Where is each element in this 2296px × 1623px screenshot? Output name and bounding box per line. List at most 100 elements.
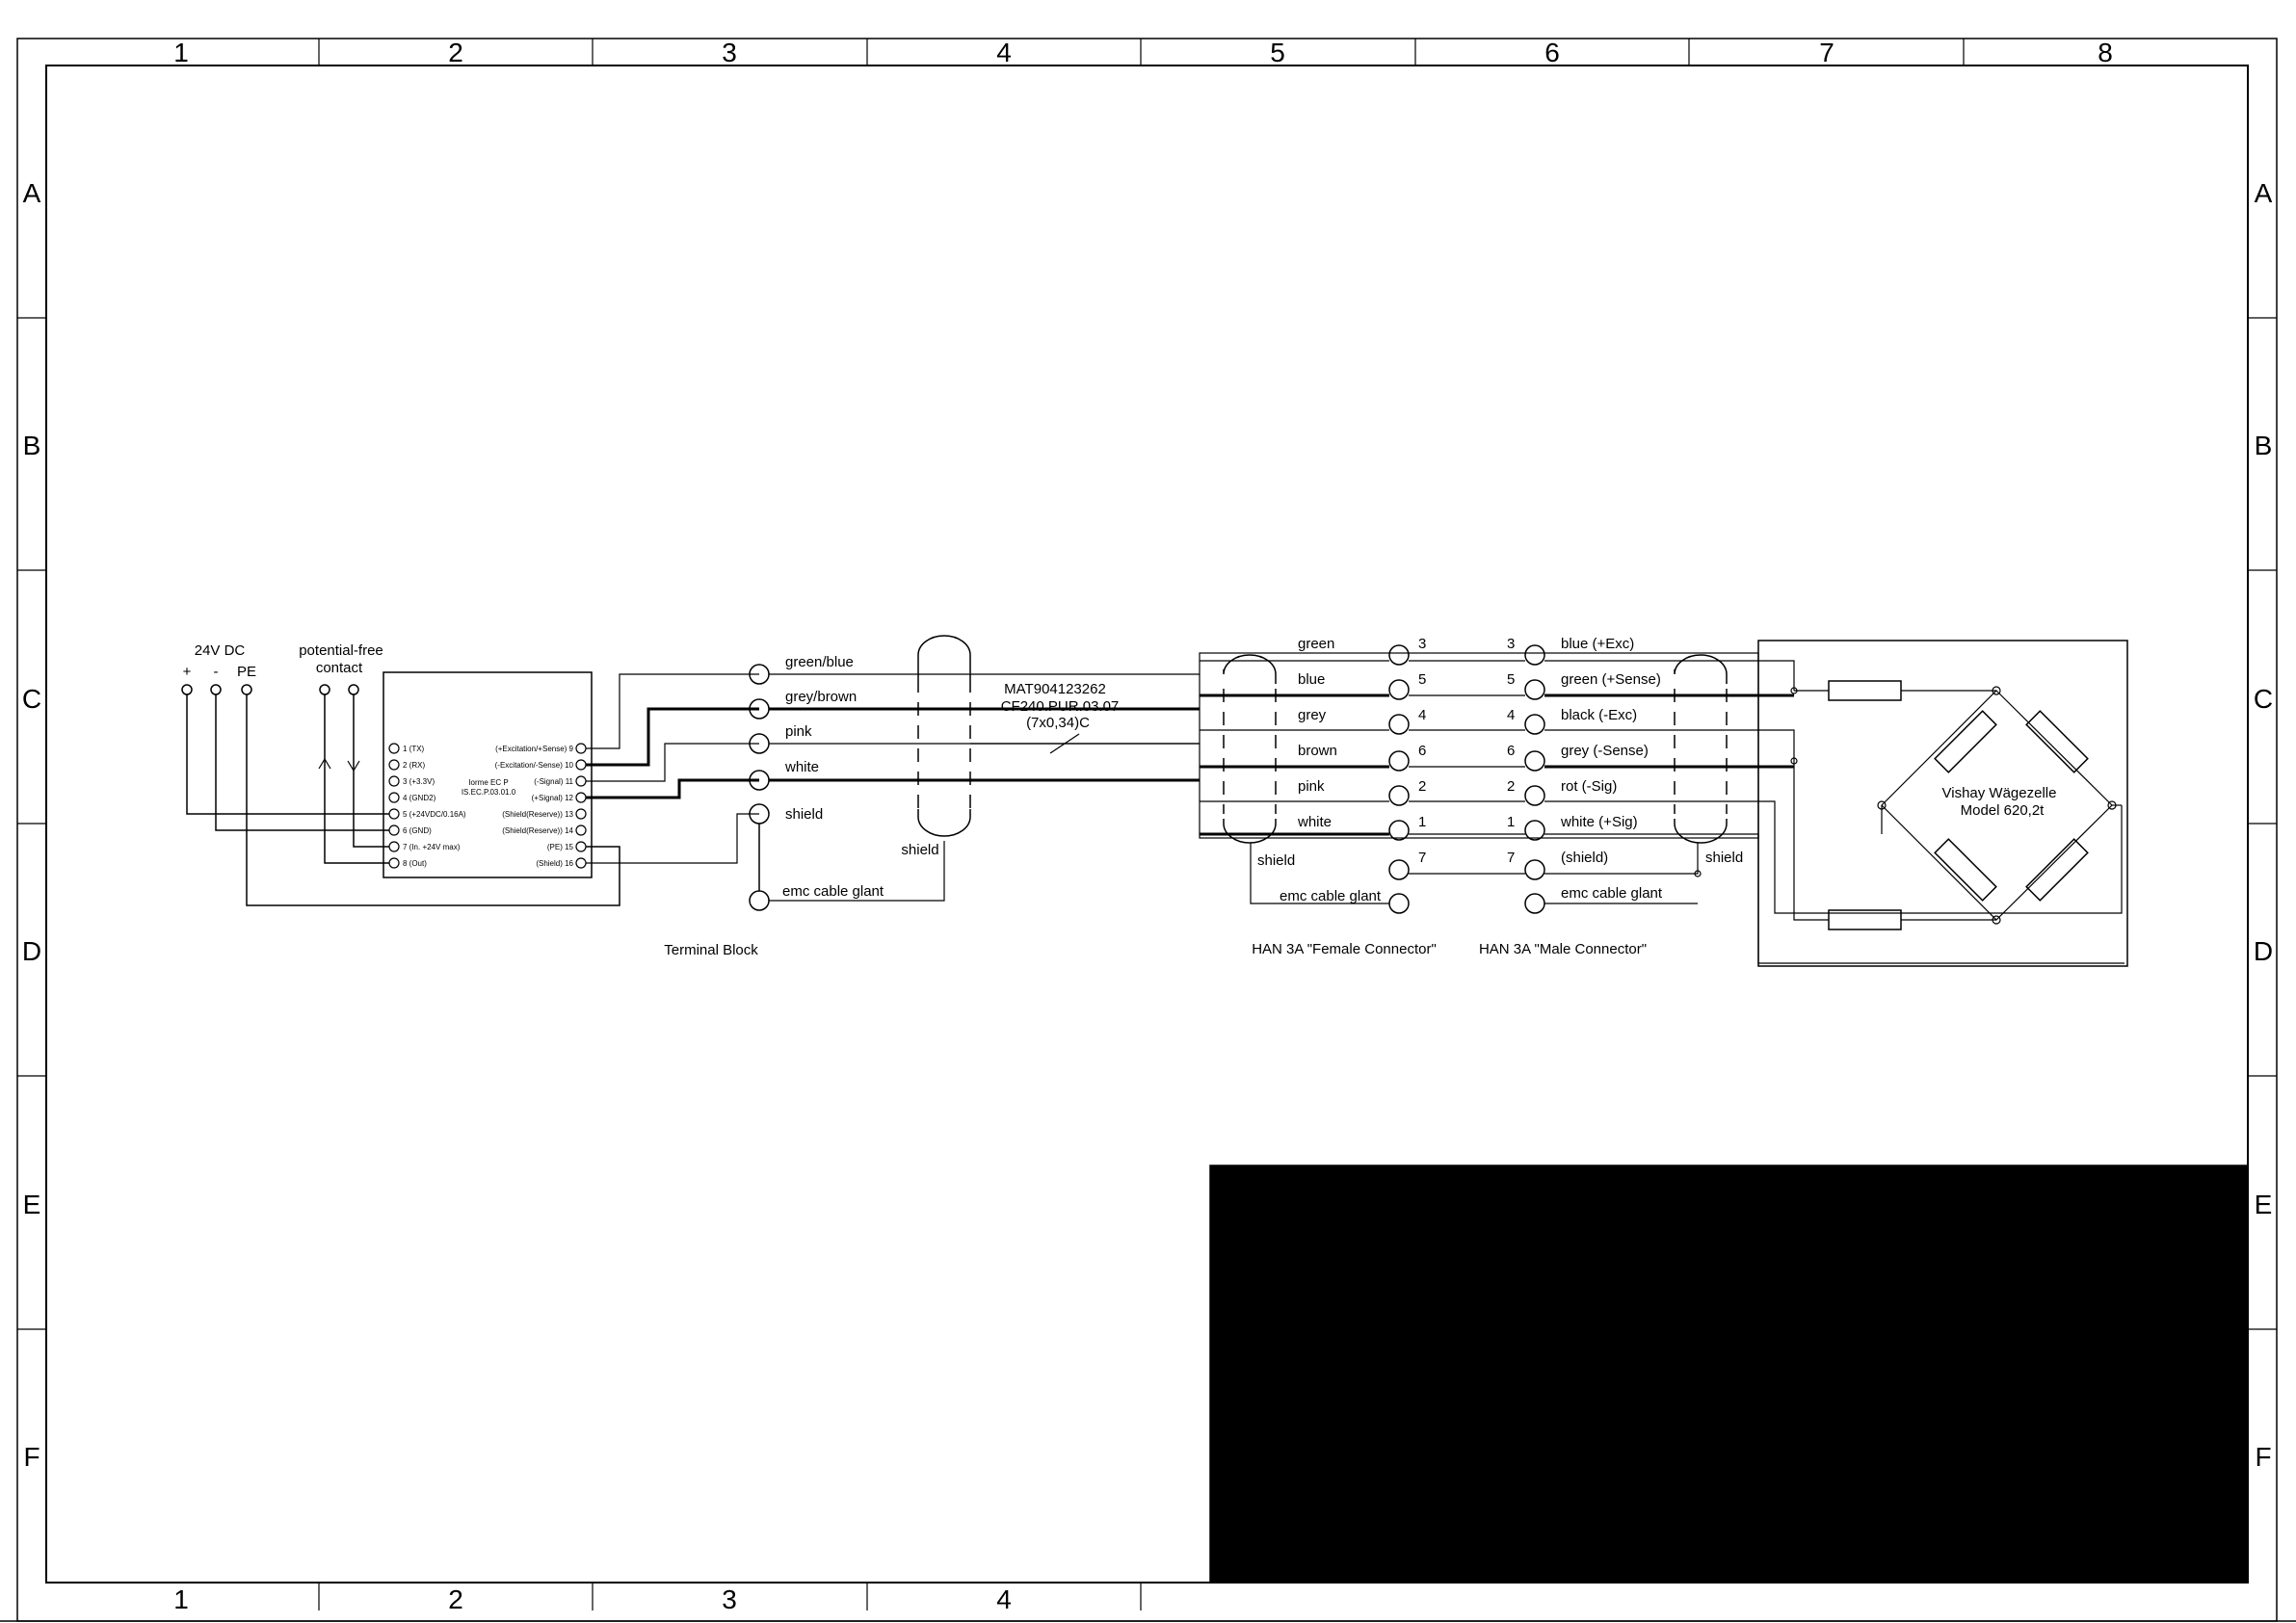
male-pin-number: 7	[1507, 850, 1515, 866]
tolerance-title: Zulässige Abweichung für Maße ohne Toler…	[1754, 1166, 2224, 1190]
terminal-wire-label: pink	[785, 723, 812, 740]
terminal-block: green/blue grey/brown pink white shield …	[664, 654, 938, 958]
power-pe-label: PE	[237, 664, 256, 680]
power-supply: 24V DC + - PE	[181, 642, 256, 695]
controller-pin-label: (+Signal) 12	[532, 794, 574, 802]
controller-left-pin-labels: 1 (TX) 2 (RX) 3 (+3.3V) 4 (GND2) 5 (+24V…	[403, 745, 466, 868]
controller-pin-label: 3 (+3.3V)	[403, 777, 435, 786]
row-label-f: F	[23, 1442, 40, 1472]
name-header: Name	[1720, 1377, 1765, 1396]
male-pin-number: 6	[1507, 743, 1515, 759]
massstab-value: %/%	[1898, 1282, 1954, 1311]
controller-pin-label: 6 (GND)	[403, 826, 432, 835]
female-wire-label: pink	[1298, 778, 1325, 795]
male-signal-label: green (+Sense)	[1561, 671, 1661, 688]
terminal-block-title: Terminal Block	[664, 942, 758, 958]
bearb-date: 13.05.19	[1591, 1401, 1655, 1419]
title-block: Schutzvermerk nach DIN 34 beachten Für ø…	[1209, 1165, 2249, 1584]
bis-value: 6	[1878, 1213, 1890, 1236]
terminal-gland-label: emc cable glant	[782, 883, 884, 900]
female-wire-label: white	[1297, 814, 1332, 830]
row-label-b: B	[23, 431, 41, 460]
power-wiring	[186, 694, 620, 906]
controller-pin-label: 2 (RX)	[403, 761, 425, 770]
company-city: 51147 Köln	[1586, 1528, 1716, 1555]
controller-pin-label: (Shield(Reserve)) 14	[502, 826, 573, 835]
stand-label: Stand:	[1570, 1288, 1651, 1317]
znr-label: Z.Nr.:	[1778, 1331, 1840, 1358]
col-label-3: 3	[722, 38, 737, 67]
row-label-right-e: E	[2255, 1190, 2273, 1219]
bl-label: Bl.	[2226, 1549, 2243, 1564]
power-plus-label: +	[183, 664, 192, 680]
load-cell-label-line2: Model 620,2t	[1961, 802, 2045, 819]
male-signal-label: black (-Exc)	[1561, 707, 1637, 723]
male-gland-label: emc cable glant	[1561, 885, 1663, 902]
terminal-cable-wiring	[769, 673, 1200, 902]
female-pin-number: 1	[1418, 814, 1426, 830]
cable-bundle-mark	[1049, 733, 1080, 754]
fuer-line: Bohrung	[1544, 1227, 1617, 1247]
urspr-label: Urspr.	[1540, 1565, 1582, 1583]
controller-pin-label: 5 (+24VDC/0.16A)	[403, 810, 466, 819]
col-label-4: 4	[996, 38, 1012, 67]
controller-pin-label: 1 (TX)	[403, 745, 425, 753]
ueber-value: 120	[2026, 1191, 2063, 1215]
column-ticks	[318, 39, 1965, 1610]
ers-durch-label: Ers. durch	[1775, 1565, 1848, 1583]
power-minus-terminal	[210, 684, 222, 695]
copy-note-line2: Kopie mit dem Original	[1216, 1300, 1404, 1318]
female-connector-title: HAN 3A "Female Connector"	[1252, 941, 1437, 957]
col-label-bottom-4: 4	[996, 1584, 1012, 1614]
female-wire-label: grey	[1298, 707, 1327, 723]
bis-value: 120	[1973, 1213, 2010, 1236]
art-nr-label: Art. Nr.:	[1775, 1494, 1857, 1518]
row-label-a: A	[23, 178, 41, 208]
row-label-right-a: A	[2255, 178, 2273, 208]
controller-pin-label: (-Signal) 11	[534, 777, 573, 786]
contact-terminal-2	[348, 684, 359, 695]
copy-note-line1: Übereinstimmung der	[1216, 1274, 1394, 1293]
ueber-label: über	[1806, 1191, 1851, 1215]
stand-date: 13.05.2019	[1557, 1322, 1745, 1361]
column-labels-bottom: 1 2 3 4	[173, 1584, 1012, 1614]
col-label-bottom-3: 3	[722, 1584, 737, 1614]
deviation-value: ±0,5	[2021, 1242, 2069, 1265]
datum-footer-label: Datum	[1420, 1565, 1469, 1583]
load-cell-box	[1757, 640, 2128, 967]
cad-label: CAD Nr.	[1937, 1565, 1993, 1583]
female-shield-label: shield	[1257, 852, 1295, 869]
nennmass-label: Nennmaßbereich	[1660, 1200, 1834, 1223]
male-signal-label: white (+Sig)	[1560, 814, 1638, 830]
fuer-line: die halbe	[1544, 1189, 1623, 1209]
werkstoff-label: Werkstoff:	[2067, 1282, 2194, 1311]
female-pin-number: 2	[1418, 778, 1426, 795]
tolerance-minus: −	[1638, 1248, 1652, 1269]
protection-note-line1: Schutzvermerk nach	[1233, 1190, 1491, 1218]
controller-pin-label: 4 (GND2)	[403, 794, 436, 802]
col-label-bottom-1: 1	[173, 1584, 189, 1614]
female-gland-label: emc cable glant	[1280, 888, 1382, 904]
fuer-line: Toleranz	[1543, 1208, 1615, 1228]
row-labels-right: A B C D E F	[2254, 178, 2273, 1472]
male-pin-number: 1	[1507, 814, 1515, 830]
controller-pin-label: (-Excitation/-Sense) 10	[495, 761, 574, 770]
name-row-label: Name	[1538, 1447, 1580, 1464]
col-label-bottom-2: 2	[448, 1584, 463, 1614]
wheatstone-bridge	[1881, 690, 2113, 921]
row-ticks	[17, 317, 2277, 1330]
terminal-wire-label: shield	[785, 806, 823, 823]
col-label-7: 7	[1819, 38, 1834, 67]
male-pin-number: 4	[1507, 707, 1515, 723]
company-name: igus	[1625, 1469, 1677, 1498]
terminal-shield-label: shield	[901, 842, 938, 858]
controller-pin-label: 8 (Out)	[403, 859, 427, 868]
power-pe-terminal	[241, 684, 252, 695]
bearb-label: Bearb.	[1538, 1401, 1585, 1419]
fuer-line: Für ø gilt	[1544, 1169, 1620, 1190]
ueber-value: 2000	[2194, 1191, 2243, 1215]
bis-value: 30	[1926, 1213, 1950, 1236]
protection-note-line2: DIN 34 beachten	[1233, 1220, 1444, 1249]
massstab-label: Maßstab:	[1781, 1282, 1896, 1311]
